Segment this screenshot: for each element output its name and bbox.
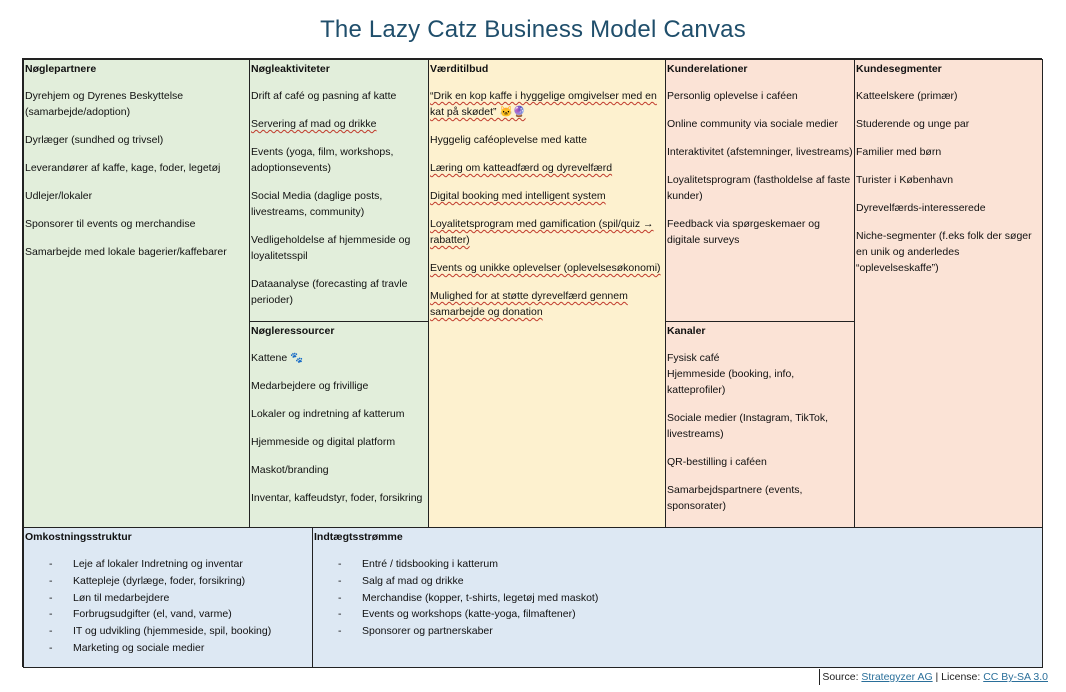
revenue-list: Entré / tidsbooking i katterum Salg af m… [314,556,1042,640]
cost-structure-heading: Omkostningsstruktur [25,531,132,543]
customer-segments-heading: Kundesegmenter [856,63,942,75]
activity-item: Servering af mad og drikke [251,118,377,130]
key-activities-heading: Nøgleaktiviteter [251,63,330,75]
activity-item: Vedligeholdelse af hjemmeside og loyalit… [251,234,411,262]
revenue-item: Events og workshops (katte-yoga, filmaft… [338,606,1042,623]
resource-item: Kattene 🐾 [251,352,304,364]
business-model-canvas: Nøglepartnere Dyrehjem og Dyrenes Beskyt… [22,58,1043,668]
cost-item: Kattepleje (dyrlæge, foder, forsikring) [49,573,312,590]
activity-item: Dataanalyse (forecasting af travle perio… [251,278,408,306]
segment-item: Familier med børn [856,146,942,158]
value-item: Loyalitetsprogram med gamification (spil… [430,218,654,246]
partner-item: Udlejer/lokaler [25,190,93,202]
customer-relationships-block: Kunderelationer Personlig oplevelse i ca… [665,59,855,322]
license-label: | License: [932,671,984,683]
partner-item: Leverandører af kaffe, kage, foder, lege… [25,162,221,174]
revenue-streams-block: Indtægtsstrømme Entré / tidsbooking i ka… [312,527,1043,668]
value-propositions-block: Værditilbud “Drik en kop kaffe i hyggeli… [428,59,666,528]
channels-heading: Kanaler [667,325,706,337]
channel-item: Sociale medier (Instagram, TikTok, lives… [667,412,829,440]
relationship-item: Interaktivitet (afstemninger, livestream… [667,146,853,158]
segment-item: Katteelskere (primær) [856,90,958,102]
activity-item: Social Media (daglige posts, livestreams… [251,190,383,218]
partner-item: Samarbejde med lokale bagerier/kaffebare… [25,246,227,258]
relationship-item: Personlig oplevelse i caféen [667,90,798,102]
channel-item: Samarbejdspartnere (events, sponsorater) [667,484,803,512]
value-item: “Drik en kop kaffe i hyggelige omgivelse… [430,90,657,118]
channel-item: Hjemmeside (booking, info, katteprofiler… [667,368,795,396]
resource-item: Lokaler og indretning af katterum [251,408,405,420]
channels-block: Kanaler Fysisk café Hjemmeside (booking,… [665,321,855,528]
key-partners-heading: Nøglepartnere [25,63,97,75]
relationship-item: Loyalitetsprogram (fastholdelse af faste… [667,174,851,202]
revenue-item: Sponsorer og partnerskaber [338,623,1042,640]
page-title: The Lazy Catz Business Model Canvas [320,16,746,43]
revenue-item: Merchandise (kopper, t-shirts, legetøj m… [338,590,1042,607]
key-resources-heading: Nøgleressourcer [251,325,335,337]
cost-item: Marketing og sociale medier [49,640,312,657]
source-label: Source: [822,671,862,683]
cost-list: Leje af lokaler Indretning og inventar K… [25,556,312,657]
revenue-item: Entré / tidsbooking i katterum [338,556,1042,573]
activity-item: Drift af café og pasning af katte [251,90,397,102]
channel-item: Fysisk café [667,352,720,364]
resource-item: Medarbejdere og frivillige [251,380,369,392]
cost-item: Løn til medarbejdere [49,590,312,607]
key-partners-block: Nøglepartnere Dyrehjem og Dyrenes Beskyt… [23,59,250,528]
activity-item: Events (yoga, film, workshops, adoptions… [251,146,394,174]
resource-item: Maskot/branding [251,464,329,476]
value-item: Læring om katteadfærd og dyrevelfærd [430,162,613,174]
segment-item: Dyrevelfærds-interesserede [856,202,986,214]
value-item: Mulighed for at støtte dyrevelfærd genne… [430,290,628,318]
partner-item: Dyrehjem og Dyrenes Beskyttelse (samarbe… [25,90,184,118]
partner-item: Dyrlæger (sundhed og trivsel) [25,134,164,146]
channel-item: QR-bestilling i caféen [667,456,767,468]
partner-item: Sponsorer til events og merchandise [25,218,196,230]
segment-item: Niche-segmenter (f.eks folk der søger en… [856,230,1032,274]
customer-relationships-heading: Kunderelationer [667,63,748,75]
cost-item: Forbrugsudgifter (el, vand, varme) [49,606,312,623]
value-item: Events og unikke oplevelser (oplevelsesø… [430,262,661,274]
strategyzer-link[interactable]: Strategyzer AG [861,671,933,683]
revenue-item: Salg af mad og drikke [338,573,1042,590]
resource-item: Inventar, kaffeudstyr, foder, forsikring [251,492,423,504]
segment-item: Studerende og unge par [856,118,970,130]
cost-item: Leje af lokaler Indretning og inventar [49,556,312,573]
value-item: Digital booking med intelligent system [430,190,606,202]
value-propositions-heading: Værditilbud [430,63,489,75]
source-footer: Source: Strategyzer AG | License: CC By-… [819,669,1048,685]
license-link[interactable]: CC By-SA 3.0 [983,671,1048,683]
key-resources-block: Nøgleressourcer Kattene 🐾 Medarbejdere o… [249,321,429,528]
cost-item: IT og udvikling (hjemmeside, spil, booki… [49,623,312,640]
value-item: Hyggelig caféoplevelse med katte [430,134,588,146]
key-activities-block: Nøgleaktiviteter Drift af café og pasnin… [249,59,429,322]
relationship-item: Online community via sociale medier [667,118,838,130]
segment-item: Turister i København [856,174,954,186]
revenue-streams-heading: Indtægtsstrømme [314,531,403,543]
cost-structure-block: Omkostningsstruktur Leje af lokaler Indr… [23,527,313,668]
resource-item: Hjemmeside og digital platform [251,436,396,448]
relationship-item: Feedback via spørgeskemaer og digitale s… [667,218,820,246]
customer-segments-block: Kundesegmenter Katteelskere (primær) Stu… [854,59,1043,528]
